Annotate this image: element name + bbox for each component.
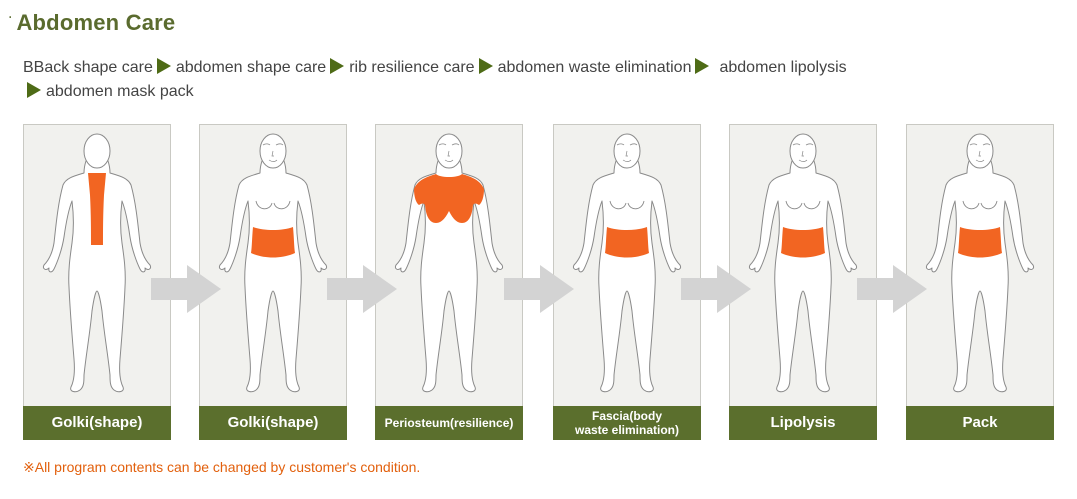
- step-3-label: rib resilience care: [349, 59, 474, 76]
- flow-arrow-icon: [857, 265, 927, 313]
- panel-abdomen-shape: Golki(shape): [199, 124, 347, 440]
- body-front-figure: [554, 125, 700, 407]
- disclaimer-note: ※All program contents can be changed by …: [23, 459, 420, 476]
- body-outline: [573, 161, 680, 392]
- treatment-area-abdomen: [605, 227, 649, 258]
- body-outline: [749, 161, 856, 392]
- step-arrow-icon: [157, 58, 171, 74]
- treatment-area-abdomen: [781, 227, 825, 258]
- panel-caption: Golki(shape): [23, 406, 171, 440]
- body-back-figure: [24, 125, 170, 407]
- flow-arrow-icon: [151, 265, 221, 313]
- panel-back-shape: Golki(shape): [23, 124, 171, 440]
- panel-caption: Fascia(body waste elimination): [553, 406, 701, 440]
- title-bullet: ·: [8, 10, 12, 26]
- treatment-area-abdomen: [958, 227, 1002, 258]
- flow-arrow-icon: [681, 265, 751, 313]
- body-front-figure: [200, 125, 346, 407]
- panel-caption: Golki(shape): [199, 406, 347, 440]
- panel-caption-line1: Fascia(body: [575, 409, 679, 423]
- panel-waste-elimination: Fascia(body waste elimination): [553, 124, 701, 440]
- step-4-label: abdomen waste elimination: [498, 59, 692, 76]
- body-outline: [926, 161, 1033, 392]
- step-6-label: abdomen mask pack: [46, 83, 194, 100]
- body-front-figure: [376, 125, 522, 407]
- flow-arrow-icon: [327, 265, 397, 313]
- step-arrow-icon: [330, 58, 344, 74]
- panel-caption: Pack: [906, 406, 1054, 440]
- panel-caption-line2: waste elimination): [575, 423, 679, 437]
- panel-rib-resilience: Periosteum(resilience): [375, 124, 523, 440]
- body-front-figure: [907, 125, 1053, 407]
- step-5-label: abdomen lipolysis: [719, 59, 846, 76]
- panel-lipolysis: Lipolysis: [729, 124, 877, 440]
- body-front-figure: [730, 125, 876, 407]
- step-1-label: BBack shape care: [23, 59, 153, 76]
- panel-pack: Pack: [906, 124, 1054, 440]
- body-outline: [219, 161, 326, 392]
- treatment-area-abdomen: [251, 227, 295, 258]
- step-arrow-icon: [695, 58, 709, 74]
- care-steps: BBack shape care abdomen shape care rib re…: [23, 56, 1063, 104]
- step-2-label: abdomen shape care: [176, 59, 326, 76]
- head-outline: [84, 134, 110, 168]
- panel-caption: Lipolysis: [729, 406, 877, 440]
- section-header: · Abdomen Care: [8, 6, 175, 40]
- page-title: Abdomen Care: [16, 10, 175, 36]
- step-arrow-icon: [479, 58, 493, 74]
- step-arrow-icon: [27, 82, 41, 98]
- panel-caption: Periosteum(resilience): [375, 406, 523, 440]
- flow-arrow-icon: [504, 265, 574, 313]
